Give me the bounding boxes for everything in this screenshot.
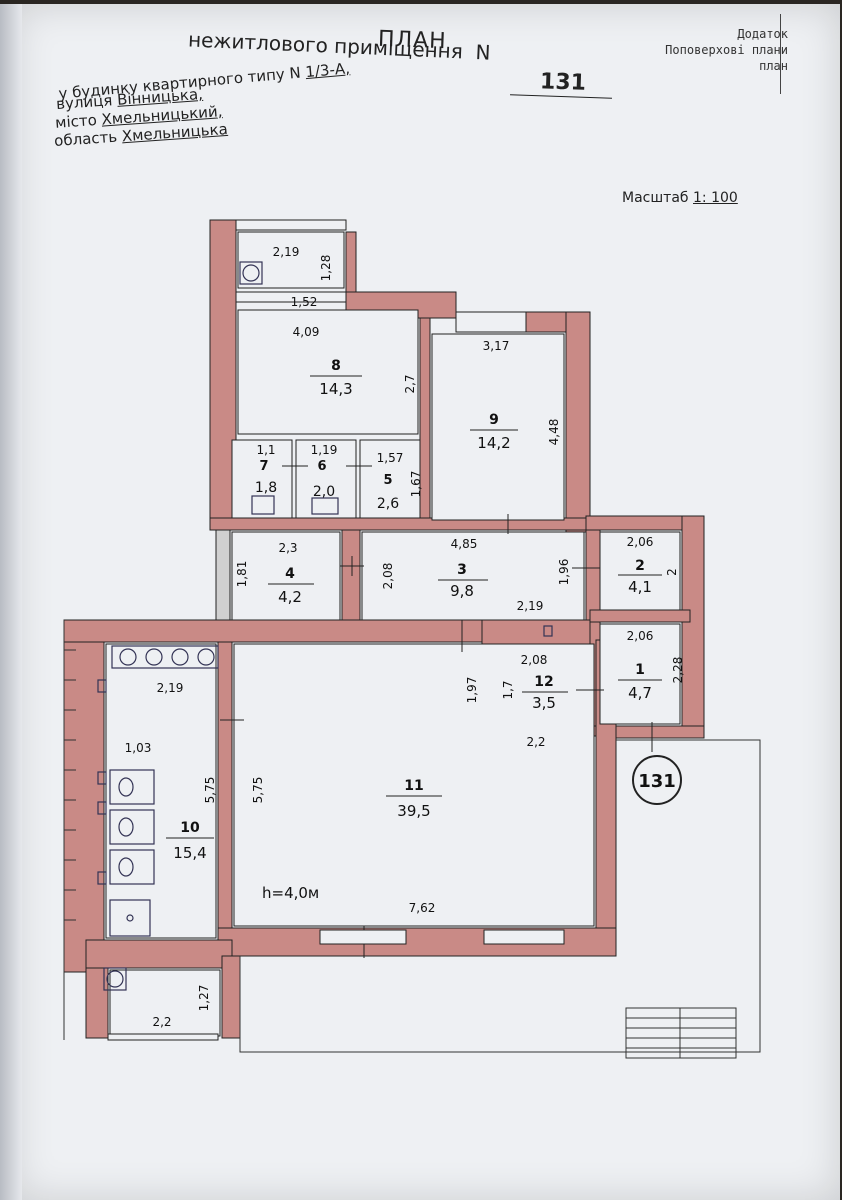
dim-2-08-room3: 2,08	[381, 563, 395, 590]
dim-1-7: 1,7	[501, 680, 515, 699]
dim-1-19: 1,19	[311, 443, 338, 457]
vent-icon-bottom	[103, 967, 127, 991]
room-3-number: 3	[457, 562, 467, 578]
room-8-area: 14,3	[319, 380, 352, 398]
shower-tray	[109, 899, 151, 937]
dim-2: 2	[665, 568, 679, 576]
dim-1-52: 1,52	[291, 295, 318, 309]
toilet-stall-2	[109, 809, 155, 845]
plan-terrace	[63, 620, 761, 1059]
scale-label: Масштаб	[622, 190, 689, 206]
room-7-area: 1,8	[255, 480, 277, 496]
toilet-room-7	[251, 495, 275, 515]
dim-3-17: 3,17	[483, 339, 510, 353]
toilet-stall-1	[109, 769, 155, 805]
plan-room-fills	[105, 231, 681, 1037]
dim-1-03: 1,03	[125, 741, 152, 755]
room-8-number: 8	[331, 358, 341, 374]
dim-2-19-top: 2,19	[273, 245, 300, 259]
dim-1-28: 1,28	[319, 255, 333, 282]
room-1-number: 1	[635, 662, 645, 678]
plan-window-marks	[107, 929, 565, 1041]
height-note: h=4,0м	[262, 884, 319, 902]
room-12-number: 12	[534, 674, 553, 690]
dim-1-67: 1,67	[409, 471, 423, 498]
room-9-area: 14,2	[477, 434, 510, 452]
annex-line-1: Додаток	[737, 27, 788, 41]
room-2-number: 2	[635, 558, 645, 574]
toilet-stall-3	[109, 849, 155, 885]
dim-2-2-bottom: 2,2	[152, 1015, 171, 1029]
dim-1-57: 1,57	[377, 451, 404, 465]
dim-1-81: 1,81	[235, 561, 249, 588]
room-2-area: 4,1	[628, 578, 652, 596]
scale-value: 1: 100	[693, 190, 738, 206]
dim-4-85: 4,85	[451, 537, 478, 551]
vent-icon-top	[239, 261, 263, 285]
fan-icon-top	[242, 264, 260, 282]
room-6-number: 6	[317, 459, 326, 474]
dim-2-19-mid: 2,19	[517, 599, 544, 613]
annex-border	[780, 14, 781, 94]
dim-2-7: 2,7	[403, 374, 417, 393]
dim-1-96: 1,96	[557, 559, 571, 586]
room-7-number: 7	[259, 459, 268, 474]
room-12-area: 3,5	[532, 694, 556, 712]
room-3-area: 9,8	[450, 582, 474, 600]
scale-note: Масштаб 1: 100	[622, 190, 738, 206]
dimension-labels: 2,19 1,28 1,52 4,09 2,7 3,17 4,48 1,1 1,…	[125, 245, 685, 1029]
sink-room-6	[311, 497, 339, 515]
room-5-area: 2,6	[377, 496, 399, 512]
room-5-number: 5	[383, 473, 392, 488]
unit-circle	[632, 755, 682, 805]
dim-1-1: 1,1	[256, 443, 275, 457]
annex-line-2: Поповерхові плани	[665, 43, 788, 57]
fan-icon-bottom	[106, 970, 124, 988]
room-4-area: 4,2	[278, 588, 302, 606]
dim-4-48: 4,48	[547, 419, 561, 446]
room-10-number: 10	[180, 820, 200, 836]
dim-2-08-room12: 2,08	[521, 653, 548, 667]
room-11-number: 11	[404, 778, 423, 794]
dim-1-27: 1,27	[197, 985, 211, 1012]
dim-2-28: 2,28	[671, 657, 685, 684]
dim-2-06-a: 2,06	[627, 535, 654, 549]
unit-circle-label: 131	[638, 771, 676, 792]
room-4-number: 4	[285, 566, 295, 582]
dim-2-06-b: 2,06	[627, 629, 654, 643]
room-1-area: 4,7	[628, 684, 652, 702]
room-11-area: 39,5	[397, 802, 430, 820]
room-6-area: 2,0	[313, 484, 335, 500]
plan-fixtures	[97, 261, 553, 991]
dim-7-62: 7,62	[409, 901, 436, 915]
room-labels: 8 14,3 9 14,2 7 1,8 6 2,0 5 2,6 4 4,2 3 …	[166, 358, 662, 862]
dim-5-75-b: 5,75	[251, 777, 265, 804]
sink-row	[111, 645, 219, 669]
outlet-mark	[543, 625, 553, 637]
room-9-number: 9	[489, 412, 499, 428]
dim-4-09: 4,09	[293, 325, 320, 339]
dim-1-97: 1,97	[465, 677, 479, 704]
dim-5-75-a: 5,75	[203, 777, 217, 804]
dim-2-2-room12: 2,2	[526, 735, 545, 749]
dim-2-19-room10: 2,19	[157, 681, 184, 695]
dim-2-3: 2,3	[278, 541, 297, 555]
room-10-area: 15,4	[173, 844, 206, 862]
